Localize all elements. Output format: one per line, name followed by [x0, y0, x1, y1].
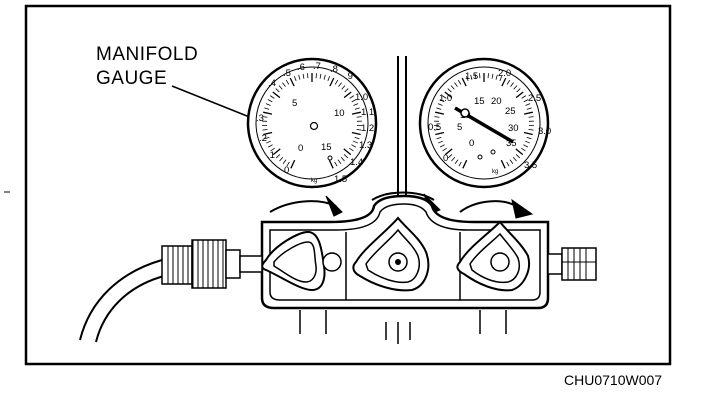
right-side-fitting	[548, 248, 596, 280]
left-inner-label: 0	[298, 143, 303, 154]
left-outer-label: .7	[313, 61, 321, 72]
left-outer-label: 1.3	[359, 140, 372, 151]
right-inner-label: 30	[508, 123, 519, 134]
left-inner-label: 15	[321, 142, 332, 153]
right-outer-label: 1.0	[439, 93, 452, 104]
callout-label-line1: MANIFOLD	[96, 44, 198, 66]
right-outer-label: 1.5	[465, 71, 478, 82]
center-pipe	[398, 56, 406, 210]
bottom-ports	[300, 310, 506, 344]
right-outer-label: 3.5	[524, 160, 537, 171]
right-inner-label: 5	[457, 122, 462, 133]
left-outer-label: 1.2	[361, 123, 374, 134]
figure-id: CHU0710W007	[564, 372, 662, 388]
left-inner-label: 10	[334, 108, 345, 119]
left-outer-label-low: 0	[284, 165, 289, 176]
left-outer-label: 1.4	[350, 157, 363, 168]
right-inner-label: 20	[491, 96, 502, 107]
right-outer-label: 0.5	[428, 122, 441, 133]
left-outer-label-low: .3	[256, 113, 264, 124]
right-gauge-unit: kg	[492, 169, 498, 175]
right-outer-label: 2.5	[528, 93, 541, 104]
callout-leader	[172, 86, 252, 118]
left-outer-label: .8	[330, 64, 338, 75]
left-gauge: .4 .5 .6 .7 .8 .9 1.0 1.1 1.2 1.3 1.4 1.…	[248, 59, 376, 187]
left-outer-label-low: .2	[259, 133, 267, 144]
left-outer-label: 1.1	[361, 107, 374, 118]
right-inner-label: 0	[469, 138, 474, 149]
left-outer-label: .4	[268, 78, 276, 89]
left-gauge-unit: kg	[311, 178, 317, 184]
left-outer-label: 1.0	[355, 92, 368, 103]
right-gauge: 1.0 1.5 2.0 2.5 3.0 3.5 0.5 0 5 10 15 20…	[420, 59, 551, 187]
right-outer-label: 0	[443, 153, 448, 164]
left-hose-fitting	[80, 240, 262, 342]
right-outer-label: 2.0	[498, 68, 511, 79]
left-outer-label-low: .1	[267, 150, 275, 161]
right-outer-label: 3.0	[538, 126, 551, 137]
left-outer-label: .5	[283, 68, 291, 79]
left-outer-label: .9	[345, 71, 353, 82]
callout-label-line2: GAUGE	[96, 68, 167, 90]
left-outer-label: .6	[297, 62, 305, 73]
left-outer-label: 1.5	[334, 174, 347, 185]
right-inner-label: 15	[474, 96, 485, 107]
right-inner-label: 25	[505, 106, 516, 117]
left-inner-label: 5	[292, 98, 297, 109]
